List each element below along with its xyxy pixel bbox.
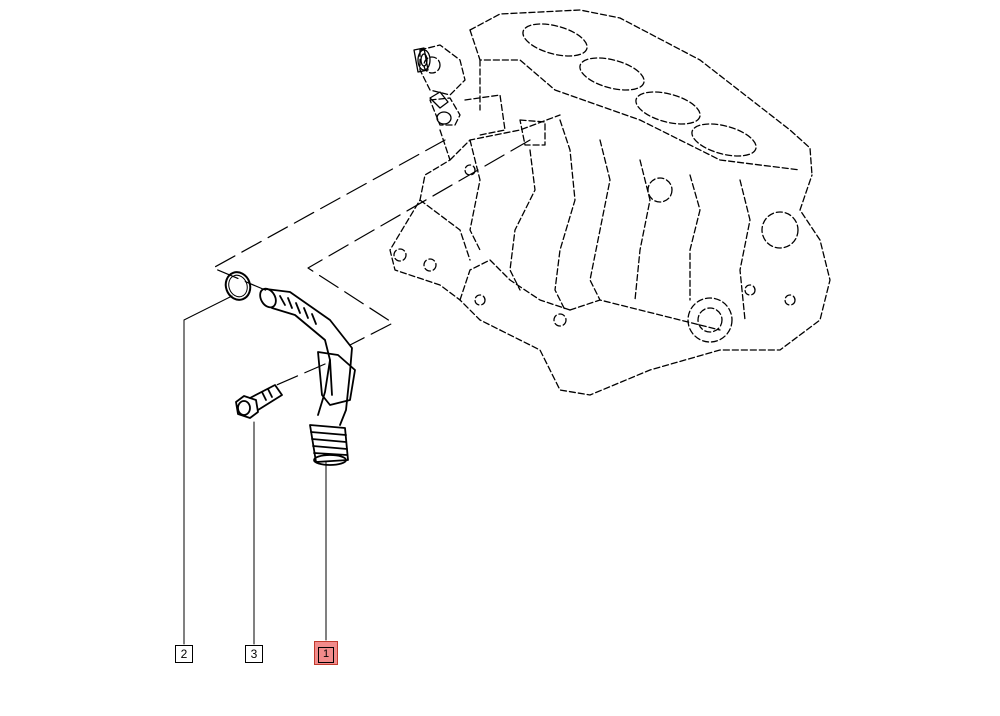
assembly-lines (212, 139, 531, 391)
callout-label: 1 (318, 647, 334, 663)
callout-3[interactable]: 3 (245, 645, 263, 663)
engine-block (389, 9, 831, 396)
coolant-fittings (413, 47, 452, 125)
o-ring-seal (224, 271, 252, 301)
flange-bolt (235, 384, 283, 419)
dipstick-tube (259, 287, 356, 466)
callout-2[interactable]: 2 (175, 645, 193, 663)
callout-label: 2 (180, 647, 188, 661)
callout-leaders (183, 295, 327, 645)
callout-label: 3 (250, 647, 258, 661)
callout-1-highlighted[interactable]: 1 (314, 641, 338, 665)
